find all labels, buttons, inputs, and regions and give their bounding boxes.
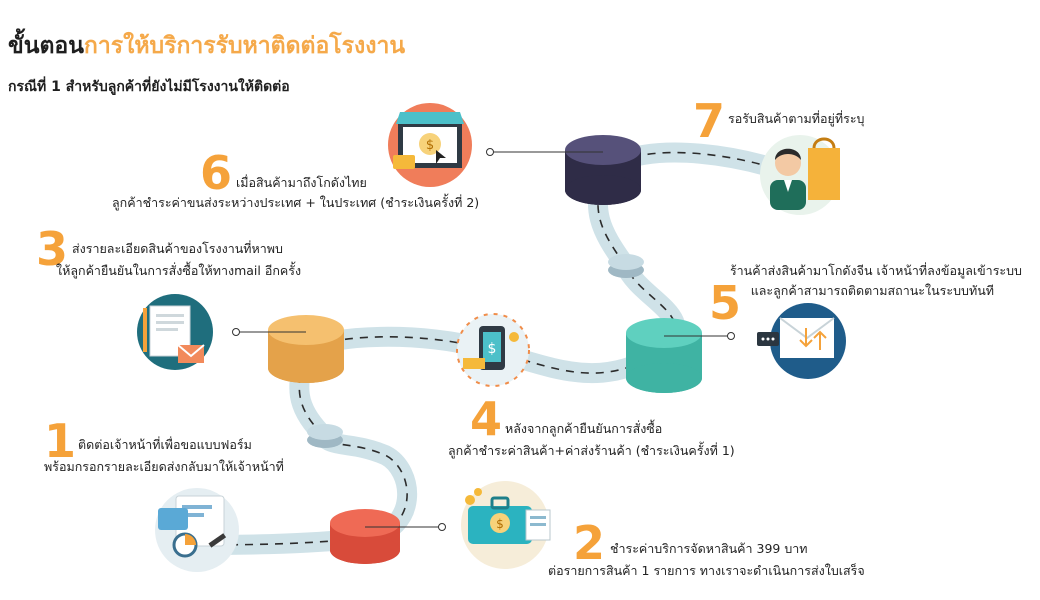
step-1-line-2: พร้อมกรอกรายละเอียดส่งกลับมาให้เจ้าหน้าท… (44, 459, 284, 474)
step-4-line-2: ลูกค้าชำระค่าสินค้า+ค่าส่งร้านค้า (ชำระเ… (448, 443, 735, 458)
step-5-line-1: ร้านค้าส่งสินค้ามาโกดังจีน เจ้าหน้าที่ลง… (729, 263, 1022, 278)
warehouse-upload-icon (757, 303, 846, 379)
step-3-line-2: ให้ลูกค้ายืนยันในการสั่งซื้อให้ทางmail อ… (56, 263, 302, 278)
step-6-line-1: เมื่อสินค้ามาถึงโกดังไทย (236, 175, 367, 190)
step-1-number: 1 (44, 414, 77, 468)
connector-3-4 (608, 254, 644, 278)
email-document-icon (137, 294, 213, 370)
delivery-person-icon (760, 135, 840, 215)
stage-cylinder-2 (268, 315, 344, 383)
stage-cylinder-4 (565, 135, 641, 205)
step-2-line-1: ชำระค่าบริการจัดหาสินค้า 399 บาท (610, 541, 808, 556)
online-shop-icon: $ (388, 103, 472, 187)
form-document-icon (155, 488, 239, 572)
step-7-number: 7 (693, 94, 726, 148)
step-6-line-2: ลูกค้าชำระค่าขนส่งระหว่างประเทศ + ในประเ… (112, 195, 480, 210)
step-7-line-1: รอรับสินค้าตามที่อยู่ที่ระบุ (728, 111, 865, 126)
leader-lines (232, 148, 735, 531)
svg-text:$: $ (496, 517, 504, 531)
mobile-payment-icon: $ (456, 313, 530, 387)
step-2-line-2: ต่อรายการสินค้า 1 รายการ ทางเราจะดำเนินก… (548, 563, 865, 578)
step-3-number: 3 (36, 222, 69, 276)
stage-cylinder-1 (330, 509, 400, 564)
payment-briefcase-icon: $ (461, 481, 551, 569)
step-5-line-2: และลูกค้าสามารถติดตามสถานะในระบบทันที (750, 283, 994, 298)
page-title: ขั้นตอนการให้บริการรับหาติดต่อโรงงาน (8, 28, 405, 64)
stage-cylinder-3 (626, 318, 702, 393)
step-1-line-1: ติดต่อเจ้าหน้าที่เพื่อขอแบบฟอร์ม (78, 437, 252, 452)
page-subtitle: กรณีที่ 1 สำหรับลูกค้าที่ยังไม่มีโรงงานใ… (8, 79, 290, 95)
title-part-2: การให้บริการรับหาติดต่อโรงงาน (83, 33, 406, 59)
step-4-line-1: หลังจากลูกค้ายืนยันการสั่งซื้อ (505, 421, 663, 436)
svg-text:$: $ (426, 138, 434, 153)
svg-text:$: $ (488, 341, 497, 357)
step-5-number: 5 (709, 276, 742, 330)
connector-1-2 (307, 424, 343, 448)
step-6-number: 6 (200, 146, 233, 200)
title-part-1: ขั้นตอน (8, 33, 84, 59)
step-4-number: 4 (470, 392, 503, 446)
step-3-line-1: ส่งรายละเอียดสินค้าของโรงงานที่หาพบ (72, 241, 283, 256)
step-2-number: 2 (573, 516, 606, 570)
